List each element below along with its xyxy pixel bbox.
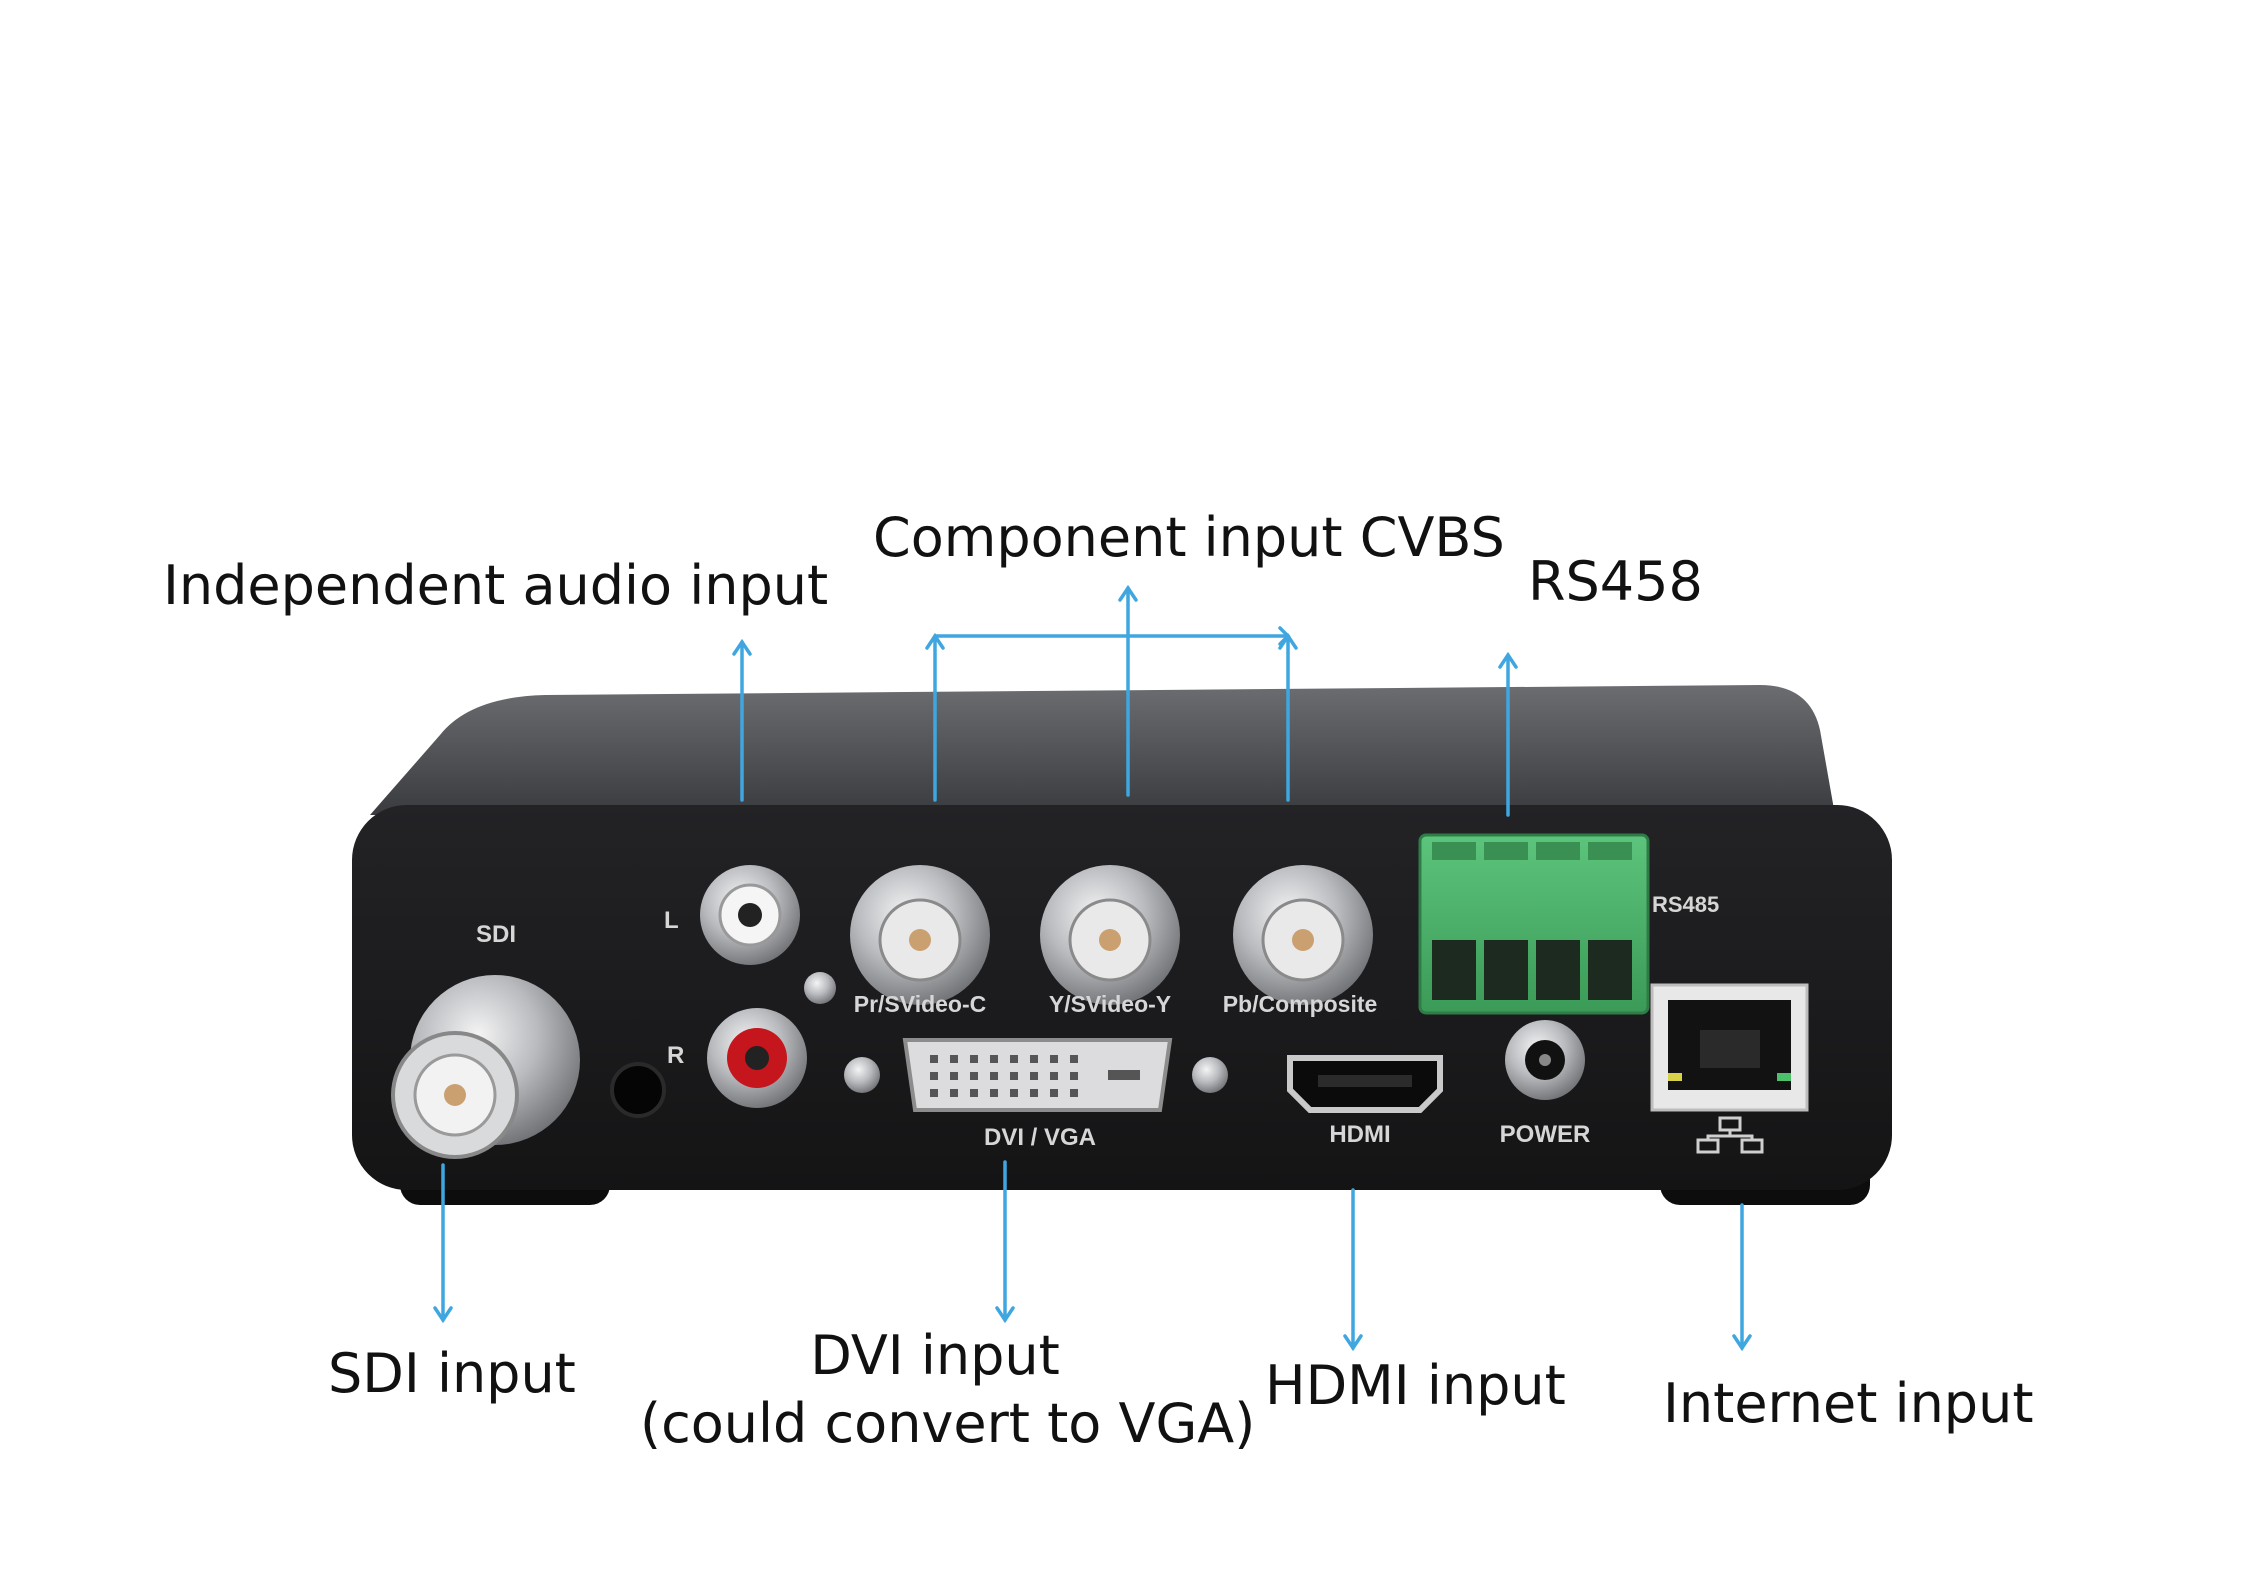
- callout-rs: RS458: [1528, 550, 1703, 613]
- bnc-pb-connector: [1233, 865, 1373, 1005]
- callout-audio: Independent audio input: [163, 554, 829, 617]
- rca-right-connector: [707, 1008, 807, 1108]
- callout-dvi-line1: DVI input: [810, 1324, 1060, 1387]
- panel-label-l: L: [664, 907, 679, 934]
- device-top: [370, 685, 1835, 815]
- panel-label-dvi-vga: DVI / VGA: [984, 1124, 1096, 1151]
- arrow-sdi: [433, 1163, 453, 1324]
- arrow-hdmi: [1343, 1188, 1363, 1352]
- power-jack: [1505, 1020, 1585, 1100]
- dvi-connector: [844, 1038, 1228, 1112]
- ground-screw: [804, 972, 836, 1004]
- panel-label-r: R: [667, 1042, 684, 1069]
- arrow-internet: [1732, 1203, 1752, 1352]
- arrow-dvi: [995, 1160, 1015, 1324]
- panel-label-power: POWER: [1500, 1121, 1591, 1148]
- rca-left-connector: [700, 865, 800, 965]
- callout-component: Component input CVBS: [873, 506, 1505, 569]
- panel-label-bnc2: Y/SVideo-Y: [1049, 991, 1171, 1017]
- mini-jack: [610, 1062, 666, 1118]
- bnc-y-connector: [1040, 865, 1180, 1005]
- callout-sdi: SDI input: [328, 1342, 576, 1405]
- ethernet-port: [1650, 983, 1809, 1112]
- panel-label-bnc3: Pb/Composite: [1223, 991, 1378, 1017]
- callout-hdmi: HDMI input: [1265, 1354, 1566, 1417]
- arrow-audio: [732, 638, 752, 802]
- panel-label-rs485: RS485: [1652, 892, 1719, 917]
- hdmi-port: [1287, 1055, 1443, 1113]
- arrow-component: [925, 584, 1298, 802]
- callout-dvi: DVI input (could convert to VGA): [640, 1322, 1256, 1457]
- callout-dvi-line2: (could convert to VGA): [640, 1391, 1256, 1455]
- sdi-bnc-connector: [391, 975, 580, 1159]
- panel-label-bnc1: Pr/SVideo-C: [854, 991, 987, 1017]
- bnc-pr-connector: [850, 865, 990, 1005]
- network-icon: [1696, 1116, 1764, 1154]
- arrow-rs: [1498, 651, 1518, 817]
- panel-label-sdi: SDI: [476, 921, 516, 948]
- rs485-terminal-block: [1418, 833, 1650, 1015]
- panel-label-hdmi: HDMI: [1329, 1121, 1390, 1148]
- callout-internet: Internet input: [1663, 1372, 2034, 1435]
